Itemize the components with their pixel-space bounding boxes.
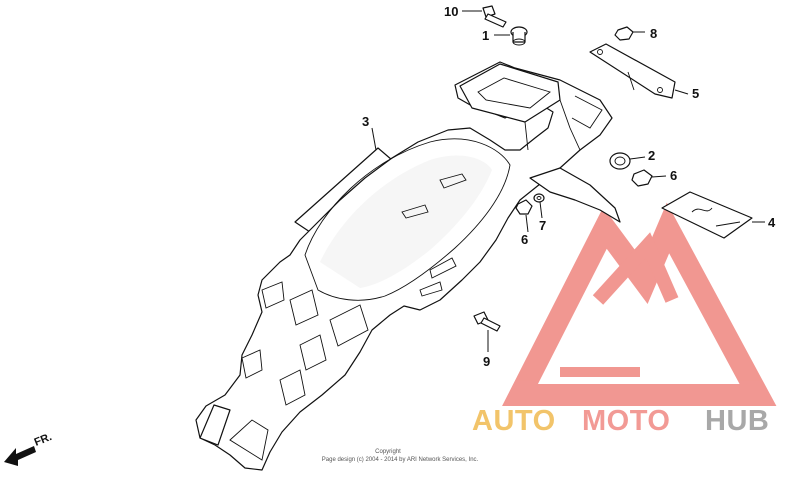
watermark-auto: AUTO	[472, 405, 556, 437]
rear-fender	[195, 61, 621, 471]
callout-7: 7	[539, 218, 546, 233]
label-part-4	[661, 191, 753, 239]
callout-numbers: 10 1 8 5 3 2 6 6 7 4 9	[362, 4, 776, 369]
callout-10: 10	[444, 4, 458, 19]
copyright-line-2: Page design (c) 2004 - 2014 by ARI Netwo…	[322, 457, 479, 463]
watermark-logo	[502, 202, 777, 406]
callout-9: 9	[483, 354, 490, 369]
front-arrow-icon	[4, 446, 36, 466]
nut-part-8	[614, 26, 634, 41]
copyright-line-1: Copyright	[375, 449, 401, 455]
leader-lines	[371, 10, 765, 352]
bolt-part-10	[482, 5, 507, 28]
callout-6-right: 6	[670, 168, 677, 183]
watermark-hub: HUB	[705, 405, 769, 437]
watermark-wordmark: AUTO MOTO HUB	[472, 405, 769, 437]
callout-8: 8	[650, 26, 657, 41]
front-label: FR.	[33, 431, 54, 449]
grommet-part-2	[609, 152, 631, 170]
front-direction-indicator: FR.	[4, 431, 54, 466]
bracket-part-5	[589, 43, 676, 99]
copyright-notice: Copyright Page design (c) 2004 - 2014 by…	[322, 449, 479, 463]
callout-5: 5	[692, 86, 699, 101]
nut-part-6-lower	[515, 199, 533, 215]
watermark-moto: MOTO	[582, 405, 670, 437]
callout-6-lower: 6	[521, 232, 528, 247]
bolt-part-9	[473, 311, 501, 332]
callout-1: 1	[482, 28, 489, 43]
callout-4: 4	[768, 215, 776, 230]
callout-2: 2	[648, 148, 655, 163]
washer-part-7	[533, 193, 545, 203]
nut-part-6-right	[631, 169, 653, 187]
collar-part-1	[510, 26, 528, 46]
callout-3: 3	[362, 114, 369, 129]
